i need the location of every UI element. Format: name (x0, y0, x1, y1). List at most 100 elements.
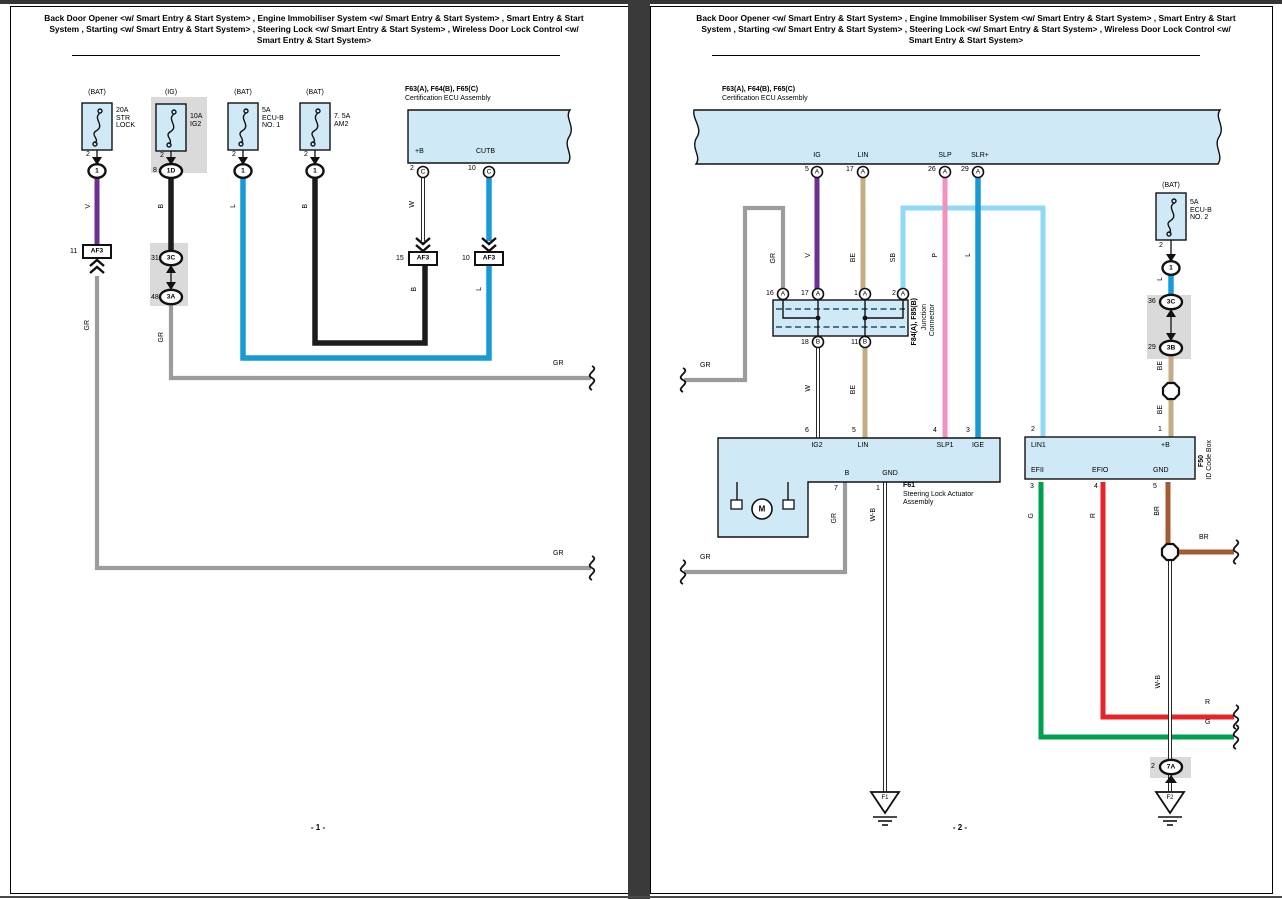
p2-actuator-ige: IGE (971, 442, 985, 449)
p2-7a-num: 2 (1151, 763, 1155, 770)
p2-ecu-pin-lin-letter: A (860, 168, 866, 176)
p2-wire-v: V (805, 253, 812, 258)
p1-fuse4-feed: (BAT) (306, 89, 324, 96)
p1-ecu-pin-cutb-num: 10 (468, 165, 476, 172)
p1-fuse-ig2-symbol (155, 103, 187, 180)
p2-junction-code: F84(A), F85(B) (911, 298, 918, 346)
p2-ground-f1-label: F1 (881, 795, 889, 801)
p1-af3-10-num: 10 (462, 255, 470, 262)
p2-wire-l1: L (965, 253, 972, 257)
p2-actuator-pin7: 7 (834, 485, 838, 492)
p2-actuator-code: F61 (903, 482, 916, 489)
p1-fuse2-conn: 1D (166, 167, 176, 175)
p2-ecu-pin-slp-num: 26 (928, 166, 936, 173)
p1-af3-10-name: AF3 (482, 254, 496, 262)
p2-wire-r-h: R (1205, 699, 1211, 706)
p2-wire-gr-a: GR (770, 253, 777, 264)
p1-wire-gr3: GR (553, 360, 564, 367)
p2-ecu-pin-ig: IG (813, 152, 821, 159)
p1-ecu-pin-b-letter: C (420, 168, 426, 176)
p1-af3-11-name: AF3 (90, 247, 104, 255)
p2-actuator-pin1: 1 (876, 485, 880, 492)
p2-wire-sb: SB (890, 253, 897, 263)
p2-7a-name: 7A (1166, 763, 1176, 771)
p2-wire-wb1: W-B (870, 508, 877, 522)
p2-wire-be3: BE (1157, 361, 1164, 371)
p1-wire-b1: B (158, 204, 165, 209)
p2-7a-connector (1158, 758, 1184, 783)
p1-wire-l1: L (230, 204, 237, 208)
p1-wire-gr4: GR (553, 550, 564, 557)
p2-ecu-pin-lin: LIN (857, 152, 869, 159)
p2-actuator-gnd: GND (882, 470, 898, 477)
p2-junction-pin17: 17 (801, 290, 809, 297)
p2-ecu-pin-ig-num: 5 (805, 166, 809, 173)
p2-ground-f2-label: F2 (1166, 795, 1174, 801)
p2-fuse-ecub2-symbol (1155, 192, 1187, 277)
p1-wire-gr1: GR (84, 320, 91, 331)
p2-actuator-pin6: 6 (805, 427, 809, 434)
p2-ground-f2 (1154, 791, 1186, 826)
p1-certification-ecu-box (407, 109, 572, 179)
p1-fuse3-pin: 2 (232, 151, 236, 158)
p2-wire-be2: BE (850, 385, 857, 395)
p2-junction-pin11: 11 (851, 339, 859, 346)
p2-wires (684, 176, 1234, 792)
p2-ecu-pin-slp: SLP (938, 152, 952, 159)
p2-ecu-pin-ig-letter: A (814, 168, 820, 176)
p1-wire-l2: L (476, 287, 483, 291)
p2-junction-name1: Junction (921, 304, 928, 331)
p2-junction-pin1: 1 (854, 290, 858, 297)
p2-ecu-pin-slr-letter: A (975, 168, 981, 176)
p2-junction-name2: Connector (929, 304, 936, 337)
p1-fuse2-feed: (IG) (164, 89, 178, 96)
p2-fuse5-feed: (BAT) (1162, 182, 1180, 189)
p1-af3-15-num: 15 (396, 255, 404, 262)
p2-idbox-code: F50 (1198, 455, 1205, 468)
p1-wire-b2: B (302, 204, 309, 209)
p2-wire-gr-h1: GR (700, 362, 711, 369)
p1-af3-connectors (82, 237, 504, 274)
p1-junction-3c-3a (158, 249, 184, 306)
p2-actuator-lin: LIN (857, 442, 869, 449)
p2-actuator-pin3: 3 (966, 427, 970, 434)
p2-wire-gr-h2: GR (700, 554, 711, 561)
p2-actuator-motor: M (758, 504, 766, 514)
p1-break-symbols (588, 365, 596, 581)
page1-title-rule (72, 55, 560, 56)
p1-fuse-str-lock-symbol (81, 102, 113, 179)
p1-fuse4-conn: 1 (313, 167, 317, 175)
p1-ecu-pin-cutb-name: CUTB (476, 148, 496, 155)
p2-junction-pin1-letter: A (862, 290, 868, 298)
p2-actuator-pin4: 4 (933, 427, 937, 434)
p1-fuse1-pin: 2 (86, 151, 90, 158)
p1-ecu-name: Certification ECU Assembly (405, 95, 491, 102)
p2-actuator-pin5: 5 (852, 427, 856, 434)
p1-ecu-pin-b-num: 2 (410, 165, 414, 172)
page2-title-rule (712, 55, 1200, 56)
p2-idbox-lin1: LIN1 (1031, 442, 1046, 449)
p1-ecu-pin-b-name: +B (415, 148, 424, 155)
p1-wires (94, 176, 591, 571)
p2-junction-3c-3b (1158, 293, 1184, 357)
p2-idbox-efii: EFII (1031, 467, 1044, 474)
p2-wire-be4: BE (1157, 405, 1164, 415)
p2-ecu-code: F63(A), F64(B), F65(C) (722, 86, 796, 93)
p1-jc3a-num: 48 (151, 294, 159, 301)
p2-wire-g-h: G (1205, 719, 1211, 726)
p2-idbox-pin3: 3 (1030, 483, 1034, 490)
p2-jc3b-name: 3B (1166, 344, 1176, 352)
p1-fuse2-pin: 2 (160, 152, 164, 159)
p2-break-symbols (679, 367, 1240, 750)
p1-fuse2-conn-pin: 8 (153, 167, 157, 174)
p1-fuse-ecub1-symbol (227, 102, 259, 179)
p1-jc3a-name: 3A (166, 293, 176, 301)
p2-junction-pin2: 2 (892, 290, 896, 297)
p2-fuse5-conn: 1 (1169, 264, 1173, 272)
p1-ecu-pin-cutb-letter: C (486, 168, 492, 176)
p2-wire-gr-b: GR (831, 513, 838, 524)
p2-junction-pin16: 16 (766, 290, 774, 297)
p2-fuse5-label: 5A ECU-B NO. 2 (1190, 199, 1212, 222)
p2-splice-octagons (1160, 381, 1181, 562)
